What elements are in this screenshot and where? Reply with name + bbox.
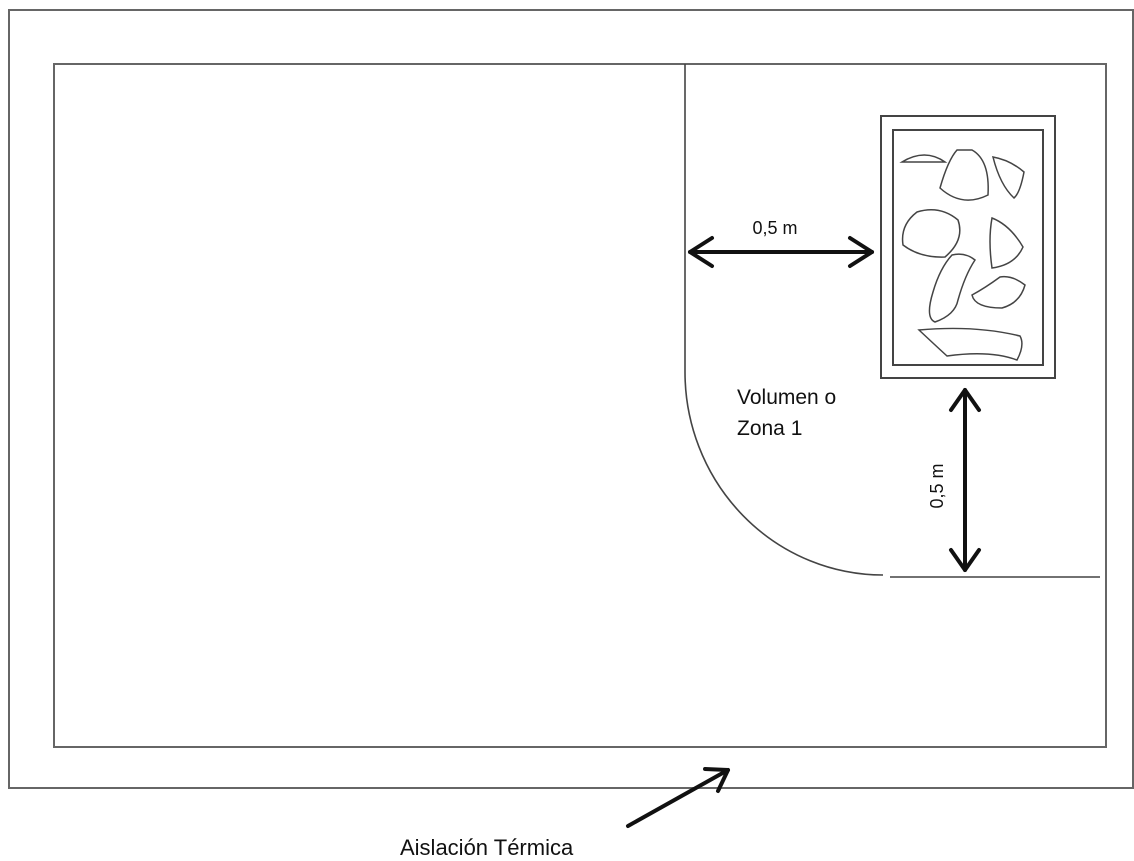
heater-stones (899, 149, 1026, 361)
vertical-clearance-arrow (949, 388, 981, 572)
stone (989, 216, 1024, 269)
inner-room (53, 63, 1107, 748)
stone (928, 253, 977, 323)
vertical-clearance-label: 0,5 m (927, 463, 947, 508)
stone (899, 154, 948, 163)
insulation-label: Aislación Térmica (400, 835, 574, 860)
zone-1-boundary-curve (684, 64, 884, 576)
heater-outer-frame (880, 115, 1056, 379)
outer-wall (8, 9, 1134, 789)
horizontal-clearance-label: 0,5 m (752, 218, 797, 238)
stone (971, 275, 1026, 309)
horizontal-clearance-arrow (688, 236, 874, 268)
stone (917, 327, 1023, 361)
stone (939, 149, 989, 201)
stone (901, 209, 961, 258)
stone (991, 156, 1025, 199)
zone-label-line-2: Zona 1 (737, 417, 802, 440)
insulation-pointer-arrow (626, 767, 730, 828)
zone-label-line-1: Volumen o (737, 386, 836, 409)
heater-inner-frame (892, 129, 1044, 366)
